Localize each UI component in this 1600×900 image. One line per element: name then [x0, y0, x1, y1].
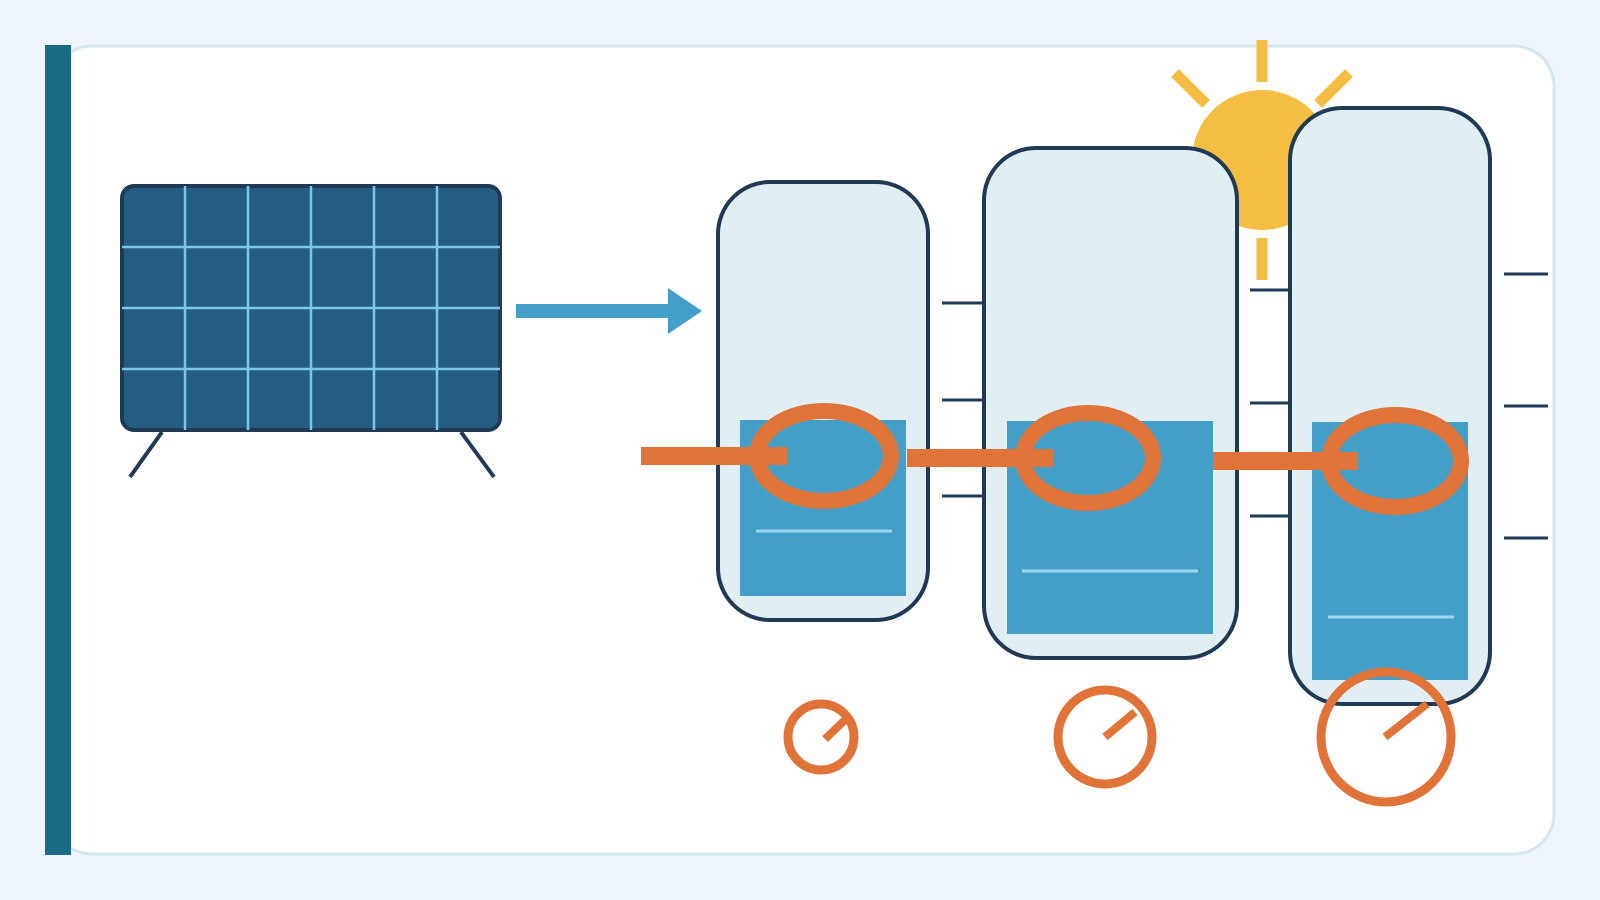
tank-2	[982, 146, 1292, 660]
pressure-gauge-icon	[783, 667, 1456, 807]
pipe-coil	[1321, 407, 1469, 515]
gauge-3	[1316, 667, 1456, 807]
arrow-head	[668, 288, 702, 334]
sun-ray	[1314, 69, 1353, 108]
solar-panel-icon	[120, 184, 502, 479]
gauge-1	[783, 699, 859, 775]
sun-ray	[1171, 69, 1210, 108]
arrow-right-icon	[516, 288, 702, 334]
pipe-coil	[749, 403, 899, 509]
pipe-network	[641, 403, 1469, 515]
panel-leg-right	[459, 430, 496, 479]
pipe-coil	[1015, 405, 1161, 511]
gauge-3-needle	[1382, 700, 1430, 741]
accent-bar	[45, 45, 71, 855]
gauge-2-needle	[1102, 708, 1138, 741]
panel-leg-left	[128, 430, 164, 479]
gauge-1-needle	[822, 715, 850, 742]
gauge-2	[1053, 685, 1157, 789]
